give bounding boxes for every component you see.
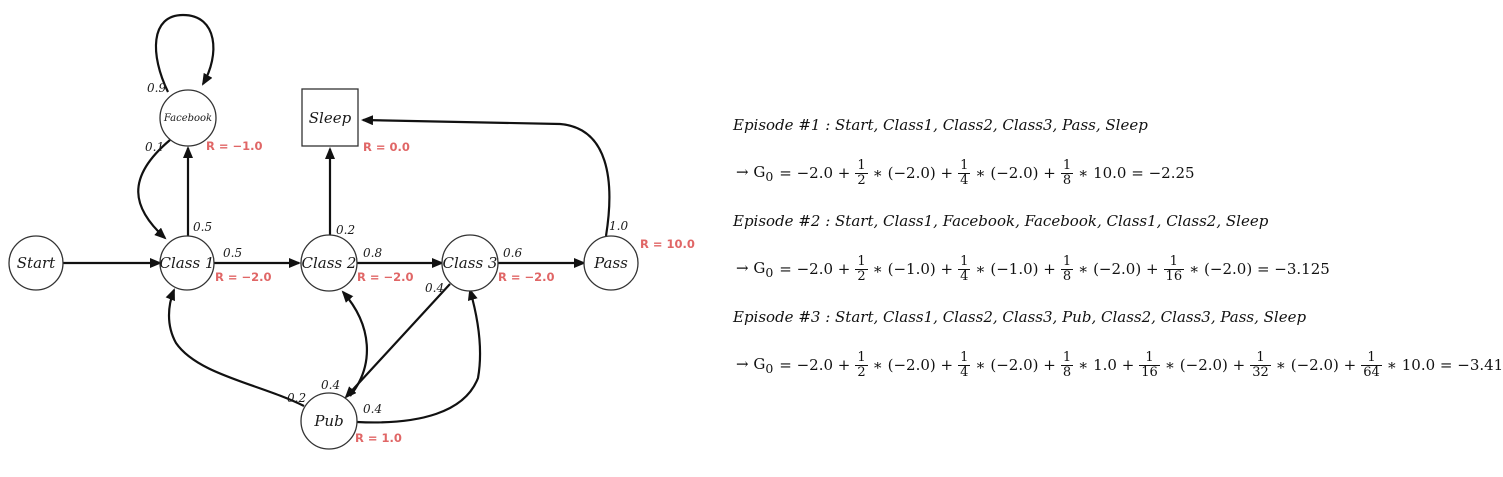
equation-term: = −2.0 + [779, 356, 851, 374]
prob-class1-class2: 0.5 [223, 246, 242, 260]
equation-term: ∗ 1.0 + [1078, 356, 1135, 374]
node-sleep: Sleep R = 0.0 [301, 88, 410, 154]
return-symbol: → G0 [736, 258, 774, 280]
edge-pass-sleep [361, 115, 611, 237]
node-pub: Pub R = 1.0 [300, 392, 402, 450]
prob-class3-pass: 0.6 [503, 246, 522, 260]
equation-term: ∗ (−2.0) + [975, 356, 1056, 374]
prob-class3-pub: 0.4 [425, 281, 444, 295]
prob-class2-class3: 0.8 [363, 246, 382, 260]
prob-pub-class2: 0.4 [321, 378, 340, 392]
return-symbol: → G0 [736, 162, 774, 184]
prob-pass-sleep: 1.0 [609, 219, 628, 233]
node-class2: Class 2 R = −2.0 [300, 234, 414, 292]
node-facebook-label: Facebook [163, 113, 212, 124]
node-facebook-reward: R = −1.0 [206, 139, 263, 153]
equation-term: = −2.0 + [779, 164, 851, 182]
edge-probabilities: 0.9 0.1 0.5 0.5 0.2 0.8 0.6 0.4 1.0 0.2 … [145, 81, 628, 416]
node-class2-reward: R = −2.0 [357, 270, 414, 284]
edge-facebook-class1 [137, 139, 171, 240]
node-pass: Pass R = 10.0 [583, 235, 695, 291]
episode-2-title: Episode #2 : Start, Class1, Facebook, Fa… [733, 212, 1269, 230]
episode-1-title: Episode #1 : Start, Class1, Class2, Clas… [733, 116, 1148, 134]
node-pub-label: Pub [313, 412, 343, 430]
node-class3-label: Class 3 [443, 254, 498, 272]
equation-term: = −2.0 + [779, 260, 851, 278]
prob-pub-class3: 0.4 [363, 402, 382, 416]
equation-term: ∗ (−2.0) + [872, 356, 954, 374]
node-pub-reward: R = 1.0 [355, 431, 402, 445]
return-symbol: → G0 [736, 354, 774, 376]
equation-term: ∗ 10.0 = −2.25 [1078, 164, 1195, 182]
edge-facebook-self [154, 13, 215, 93]
node-class1-reward: R = −2.0 [215, 270, 272, 284]
equation-term: ∗ (−2.0) + [1275, 356, 1357, 374]
node-pass-reward: R = 10.0 [640, 237, 695, 251]
markov-reward-process-diagram: 0.9 0.1 0.5 0.5 0.2 0.8 0.6 0.4 1.0 0.2 … [8, 13, 695, 450]
edge-pub-class3 [356, 288, 482, 424]
equation-term: ∗ 10.0 = −3.41 [1386, 356, 1503, 374]
prob-facebook-self: 0.9 [147, 81, 166, 95]
node-class3: Class 3 R = −2.0 [441, 234, 555, 292]
node-pass-label: Pass [593, 254, 628, 272]
equation-term: ∗ (−2.0) + [975, 164, 1056, 182]
node-sleep-label: Sleep [309, 109, 352, 127]
node-start-label: Start [17, 254, 56, 272]
node-class3-reward: R = −2.0 [498, 270, 555, 284]
edge-pub-class1 [165, 288, 305, 407]
node-sleep-reward: R = 0.0 [363, 140, 410, 154]
prob-pub-class1: 0.2 [287, 391, 306, 405]
episode-3-title: Episode #3 : Start, Class1, Class2, Clas… [733, 308, 1307, 326]
episode-returns: Episode #1 : Start, Class1, Class2, Clas… [733, 110, 1503, 398]
node-class1: Class 1 R = −2.0 [159, 235, 272, 291]
equation-term: ∗ (−2.0) + [872, 164, 954, 182]
node-facebook: Facebook R = −1.0 [159, 89, 263, 153]
equation-term: ∗ (−2.0) + [1164, 356, 1246, 374]
equation-term: ∗ (−1.0) + [872, 260, 954, 278]
edges [63, 13, 611, 424]
equation-term: ∗ (−2.0) = −3.125 [1189, 260, 1330, 278]
prob-facebook-class1: 0.1 [145, 140, 164, 154]
edge-class3-pub [344, 283, 451, 399]
prob-class2-sleep: 0.2 [336, 223, 355, 237]
node-class1-label: Class 1 [160, 254, 215, 272]
node-start: Start [8, 235, 64, 291]
equation-term: ∗ (−1.0) + [975, 260, 1056, 278]
prob-class1-facebook: 0.5 [193, 220, 212, 234]
equation-term: ∗ (−2.0) + [1078, 260, 1159, 278]
edge-pub-class2 [341, 290, 368, 397]
node-class2-label: Class 2 [302, 254, 357, 272]
